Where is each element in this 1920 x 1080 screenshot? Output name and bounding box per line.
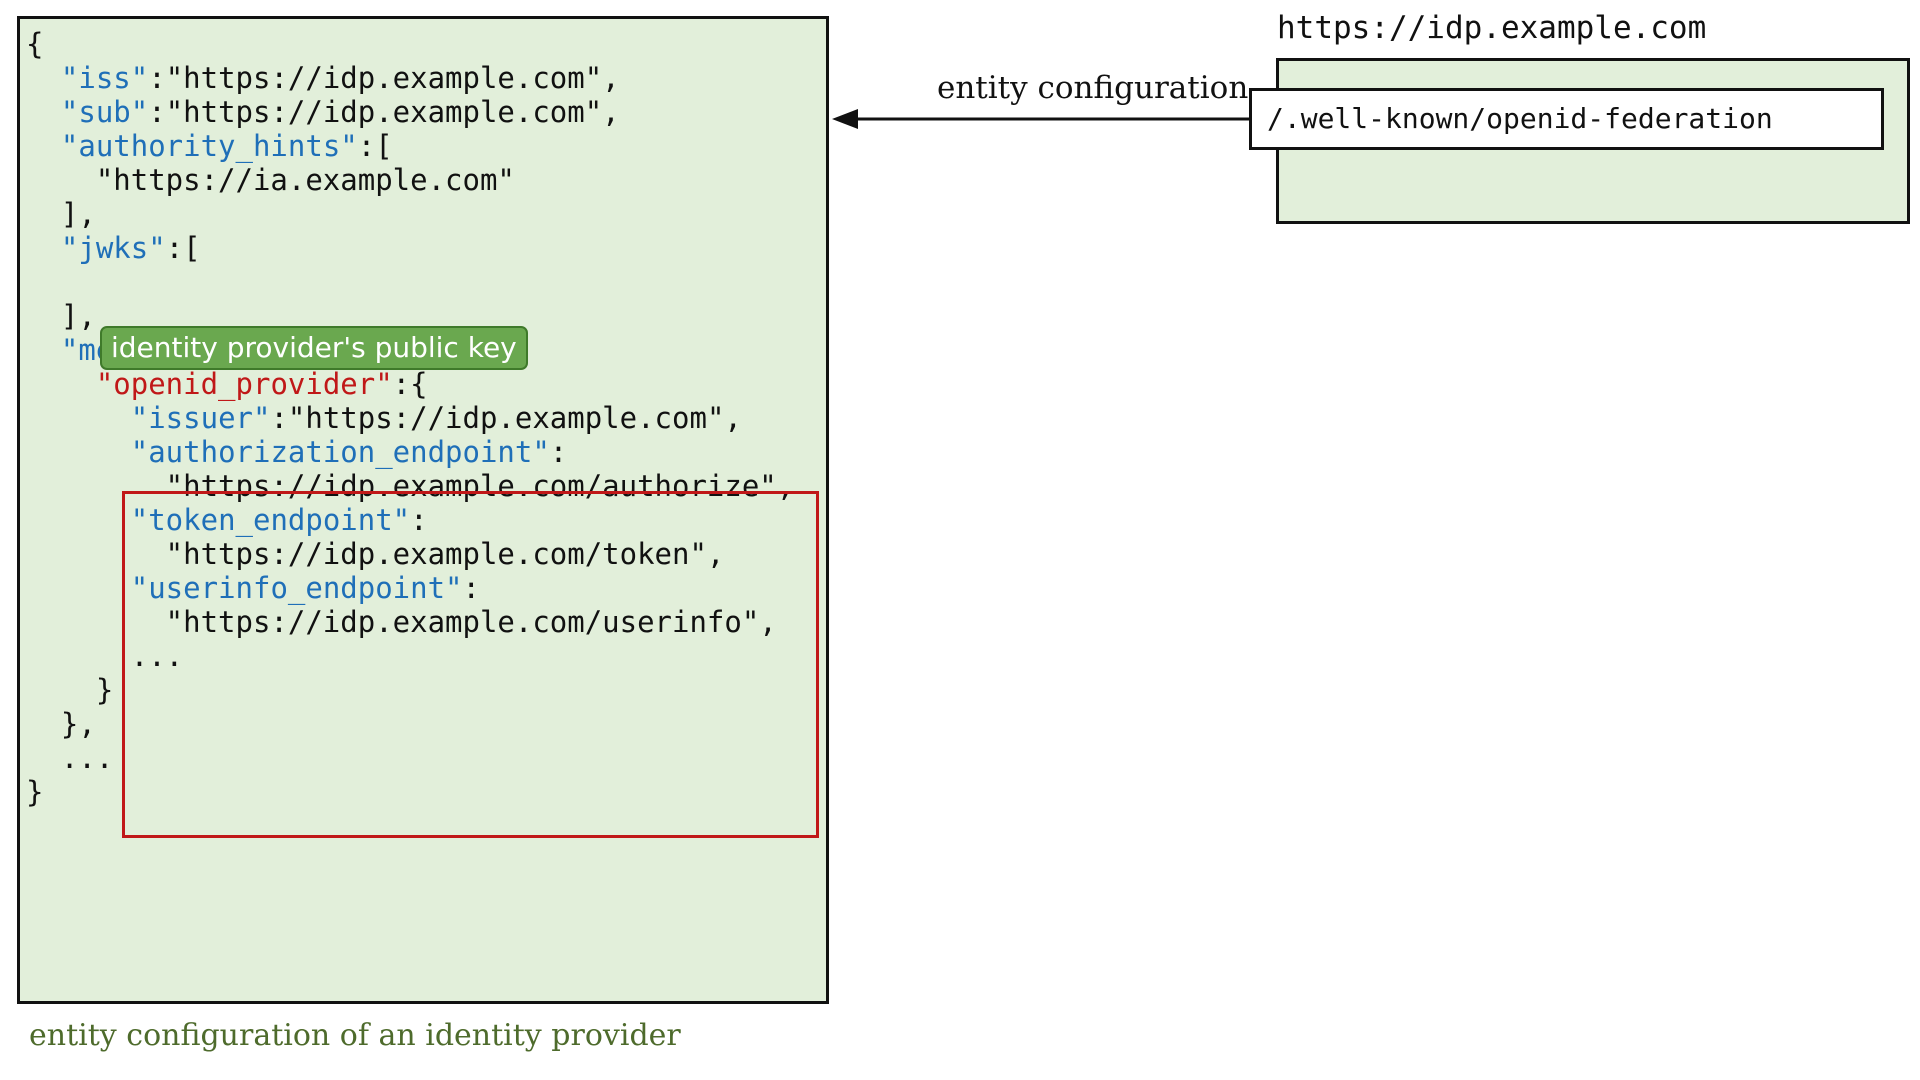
json-line-close-jwks: ], (26, 299, 96, 333)
json-key-iss: "iss" (60, 61, 149, 95)
json-value-iss: :"https://idp.example.com", (148, 61, 620, 95)
json-line-authority-hint-value: "https://ia.example.com" (26, 163, 515, 197)
json-value-sub: :"https://idp.example.com", (148, 95, 620, 129)
json-line-token-endpoint: "token_endpoint": (130, 503, 428, 537)
json-line-close-authority-hints: ], (26, 197, 96, 231)
json-line-authorization-endpoint: "authorization_endpoint": (130, 435, 568, 469)
json-line-close-metadata: }, (26, 707, 96, 741)
host-label: https://idp.example.com (1277, 10, 1707, 46)
json-line-userinfo-endpoint: "userinfo_endpoint": (130, 571, 480, 605)
well-known-path-box: /.well-known/openid-federation (1249, 88, 1884, 150)
json-line-authorization-endpoint-value: "https://idp.example.com/authorize", (26, 469, 795, 503)
entity-configuration-arrow (832, 109, 1249, 129)
json-key-authority-hints: "authority_hints" (60, 129, 358, 163)
arrow-head (832, 109, 858, 129)
json-key-sub: "sub" (60, 95, 149, 129)
json-line-ellipsis: ... (26, 741, 114, 775)
json-line-openid-provider: "openid_provider":{ (95, 367, 428, 401)
json-line-iss: "iss":"https://idp.example.com", (26, 61, 620, 95)
json-line-close-openid-provider: } (26, 673, 114, 707)
openid-provider-metadata-highlight (122, 491, 819, 838)
json-line-jwks: "jwks":[ (60, 231, 201, 265)
json-key-authorization-endpoint: "authorization_endpoint" (130, 435, 550, 469)
json-line-provider-ellipsis: ... (26, 639, 184, 673)
arrow-label: entity configuration (937, 70, 1249, 106)
public-key-badge: identity provider's public key (100, 326, 528, 370)
json-key-userinfo-endpoint: "userinfo_endpoint" (130, 571, 463, 605)
panel-caption: entity configuration of an identity prov… (29, 1018, 681, 1053)
json-line-token-endpoint-value: "https://idp.example.com/token", (26, 537, 725, 571)
json-line-open-brace: { (26, 27, 44, 61)
json-key-issuer: "issuer" (130, 401, 271, 435)
json-line-sub: "sub":"https://idp.example.com", (26, 95, 620, 129)
json-line-authority-hints: "authority_hints":[ (60, 129, 393, 163)
json-line-close-brace: } (26, 775, 44, 809)
json-line-userinfo-endpoint-value: "https://idp.example.com/userinfo", (26, 605, 777, 639)
json-line-issuer: "issuer":"https://idp.example.com", (130, 401, 742, 435)
json-key-openid-provider: "openid_provider" (95, 367, 393, 401)
entity-configuration-json-panel: { "iss":"https://idp.example.com", "sub"… (17, 16, 829, 1004)
json-key-jwks: "jwks" (60, 231, 166, 265)
json-key-token-endpoint: "token_endpoint" (130, 503, 411, 537)
